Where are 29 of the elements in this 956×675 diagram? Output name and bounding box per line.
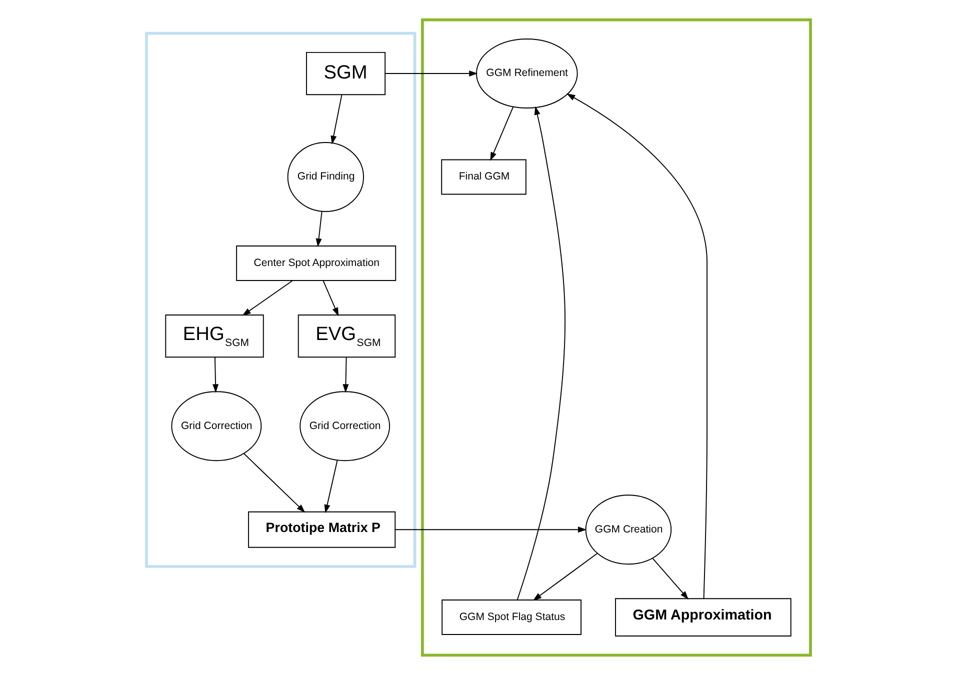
node-box: Final GGM: [440, 159, 526, 195]
arrow: [315, 211, 322, 248]
node-box: SGM: [306, 52, 386, 96]
node-box: GGM Approximation: [614, 598, 791, 636]
node-box: Prototipe Matrix P: [248, 511, 396, 548]
node-ellipse: Grid Correction: [170, 391, 262, 462]
arrow: [566, 94, 707, 600]
node-box: GGM Spot Flag Status: [441, 600, 581, 635]
arrow: [490, 106, 514, 161]
node-ellipse: Grid Correction: [299, 391, 390, 462]
arrow: [330, 94, 342, 144]
arrow: [516, 106, 566, 600]
arrow: [242, 453, 305, 513]
arrow: [394, 526, 586, 533]
node-box: EVG$_{SGM}$: [297, 314, 396, 358]
arrow: [532, 553, 598, 601]
cluster: [144, 32, 416, 568]
arrow: [652, 558, 688, 600]
node-ellipse: GGM Creation: [584, 494, 672, 565]
arrow: [242, 280, 293, 316]
cluster: [420, 18, 812, 657]
arrow: [324, 460, 338, 514]
node-circle: Grid Finding: [286, 142, 364, 212]
node-box: EHG$_{SGM}$: [164, 314, 264, 358]
arrow: [322, 280, 338, 316]
arrow: [212, 357, 218, 393]
node-box: Center Spot Approximation: [236, 246, 396, 281]
arrow: [342, 357, 348, 393]
arrow: [384, 70, 478, 77]
